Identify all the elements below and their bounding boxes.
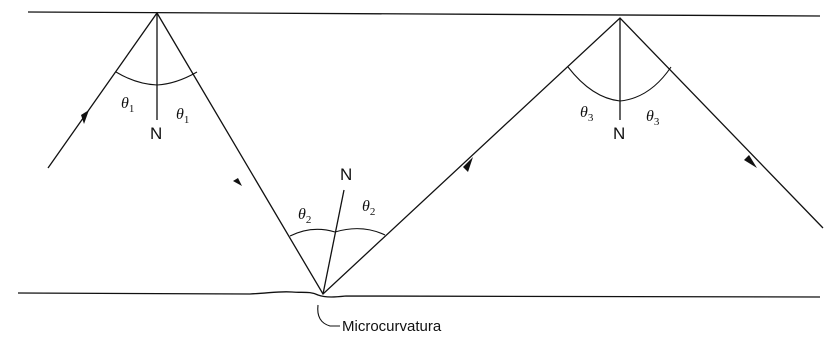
normal-line-2 [322, 189, 345, 295]
angle-label-theta1-right: θ1 [176, 106, 189, 126]
bottom-boundary-line [17, 291, 821, 298]
microbend-label: Microcurvatura [342, 318, 442, 335]
ray-arrow-4 [744, 155, 757, 168]
angle-arc-1-left [115, 71, 158, 86]
angle-label-theta1-left: θ1 [121, 95, 134, 115]
ray-arrow-1 [81, 110, 89, 124]
ray-arrow-3 [463, 157, 473, 172]
angle-label-theta2-right: θ2 [362, 198, 375, 218]
angle-arc-2-left [289, 228, 336, 237]
normal-label-1: N [150, 124, 162, 143]
normal-label-3: N [613, 124, 625, 143]
angle-arc-3-left [567, 66, 621, 102]
angle-arc-1-right [156, 71, 198, 86]
normal-label-2: N [340, 165, 352, 184]
angle-arc-2-right [334, 228, 386, 236]
angle-arc-3-right [619, 66, 672, 102]
ray-arrow-2 [233, 178, 242, 186]
angle-label-theta3-right: θ3 [646, 108, 660, 128]
top-boundary-line [27, 11, 821, 17]
microbend-leader-line [317, 304, 340, 327]
angle-label-theta3-left: θ3 [580, 104, 594, 124]
angle-label-theta2-left: θ2 [298, 206, 311, 226]
light-ray-path [47, 11, 824, 296]
